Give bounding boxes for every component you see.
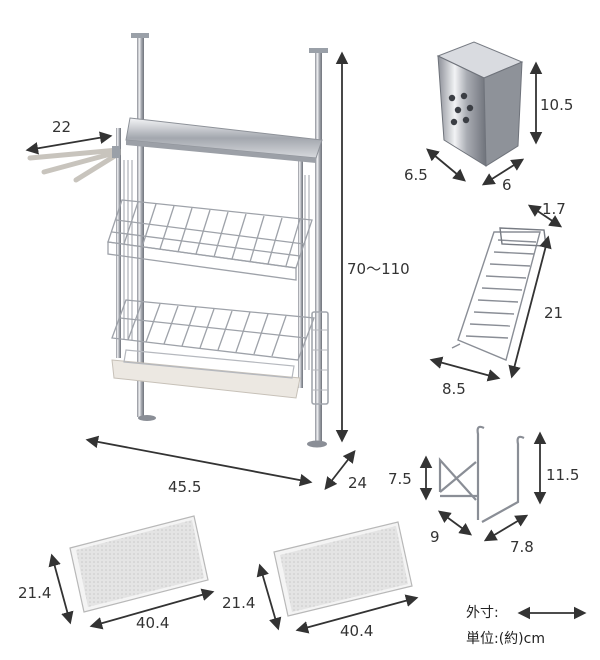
lid-rack-long-dimension-arrow [508, 235, 552, 379]
drain-mat-icon [69, 515, 209, 613]
holder-height-dimension-label: 10.5 [540, 96, 574, 114]
hook-short-dimension-label: 7.5 [388, 470, 412, 488]
lid-rack-long-dimension-label: 21 [544, 304, 564, 322]
lid-rack-bottom-dimension-label: 8.5 [442, 380, 466, 398]
lid-rack-top-dimension-label: 1.7 [542, 200, 566, 218]
mat1-short-dimension-arrow [48, 553, 74, 625]
lid-rack-bottom-dimension-arrow [429, 356, 501, 382]
lid-rack-top-dimension-arrow [527, 204, 563, 228]
hook-icon [438, 425, 525, 523]
pole-rack-icon [27, 33, 329, 448]
mat2-short-dimension-label: 21.4 [222, 594, 256, 612]
mat2-long-dimension-arrow [295, 594, 419, 634]
holder-right-dimension-label: 6 [502, 176, 512, 194]
mat1-long-dimension-arrow [89, 588, 215, 630]
hook-right-dimension-arrow [483, 514, 529, 542]
depth-dimension-label: 24 [348, 474, 368, 492]
legend-outer-dims-label: 外寸: [466, 605, 499, 621]
dimension-arrows [25, 51, 356, 490]
utensil-holder-icon [436, 41, 524, 167]
holder-left-dimension-label: 6.5 [404, 166, 428, 184]
width-dimension-label: 45.5 [168, 478, 202, 496]
hook-left-dimension-arrow [437, 510, 473, 536]
mat2-long-dimension-label: 40.4 [340, 622, 374, 640]
drain-mat-icon [273, 521, 413, 617]
towel-bar-dimension-arrow [25, 131, 113, 155]
hook-left-dimension-label: 9 [430, 528, 440, 546]
towel-bar-dimension-label: 22 [52, 118, 72, 136]
mat2-short-dimension-arrow [256, 563, 282, 631]
mat1-long-dimension-label: 40.4 [136, 614, 170, 632]
depth-dimension-arrow [324, 450, 356, 490]
height-dimension-label: 70～110 [347, 260, 410, 278]
holder-left-dimension-arrow [426, 148, 466, 182]
legend-unit-label: 単位:(約)cm [466, 631, 545, 647]
hook-tall-dimension-label: 11.5 [546, 466, 580, 484]
hook-right-dimension-label: 7.8 [510, 538, 534, 556]
holder-right-dimension-arrow [481, 158, 525, 186]
mat1-short-dimension-label: 21.4 [18, 584, 52, 602]
lid-rack-icon [451, 227, 547, 361]
width-dimension-arrow [85, 435, 313, 487]
